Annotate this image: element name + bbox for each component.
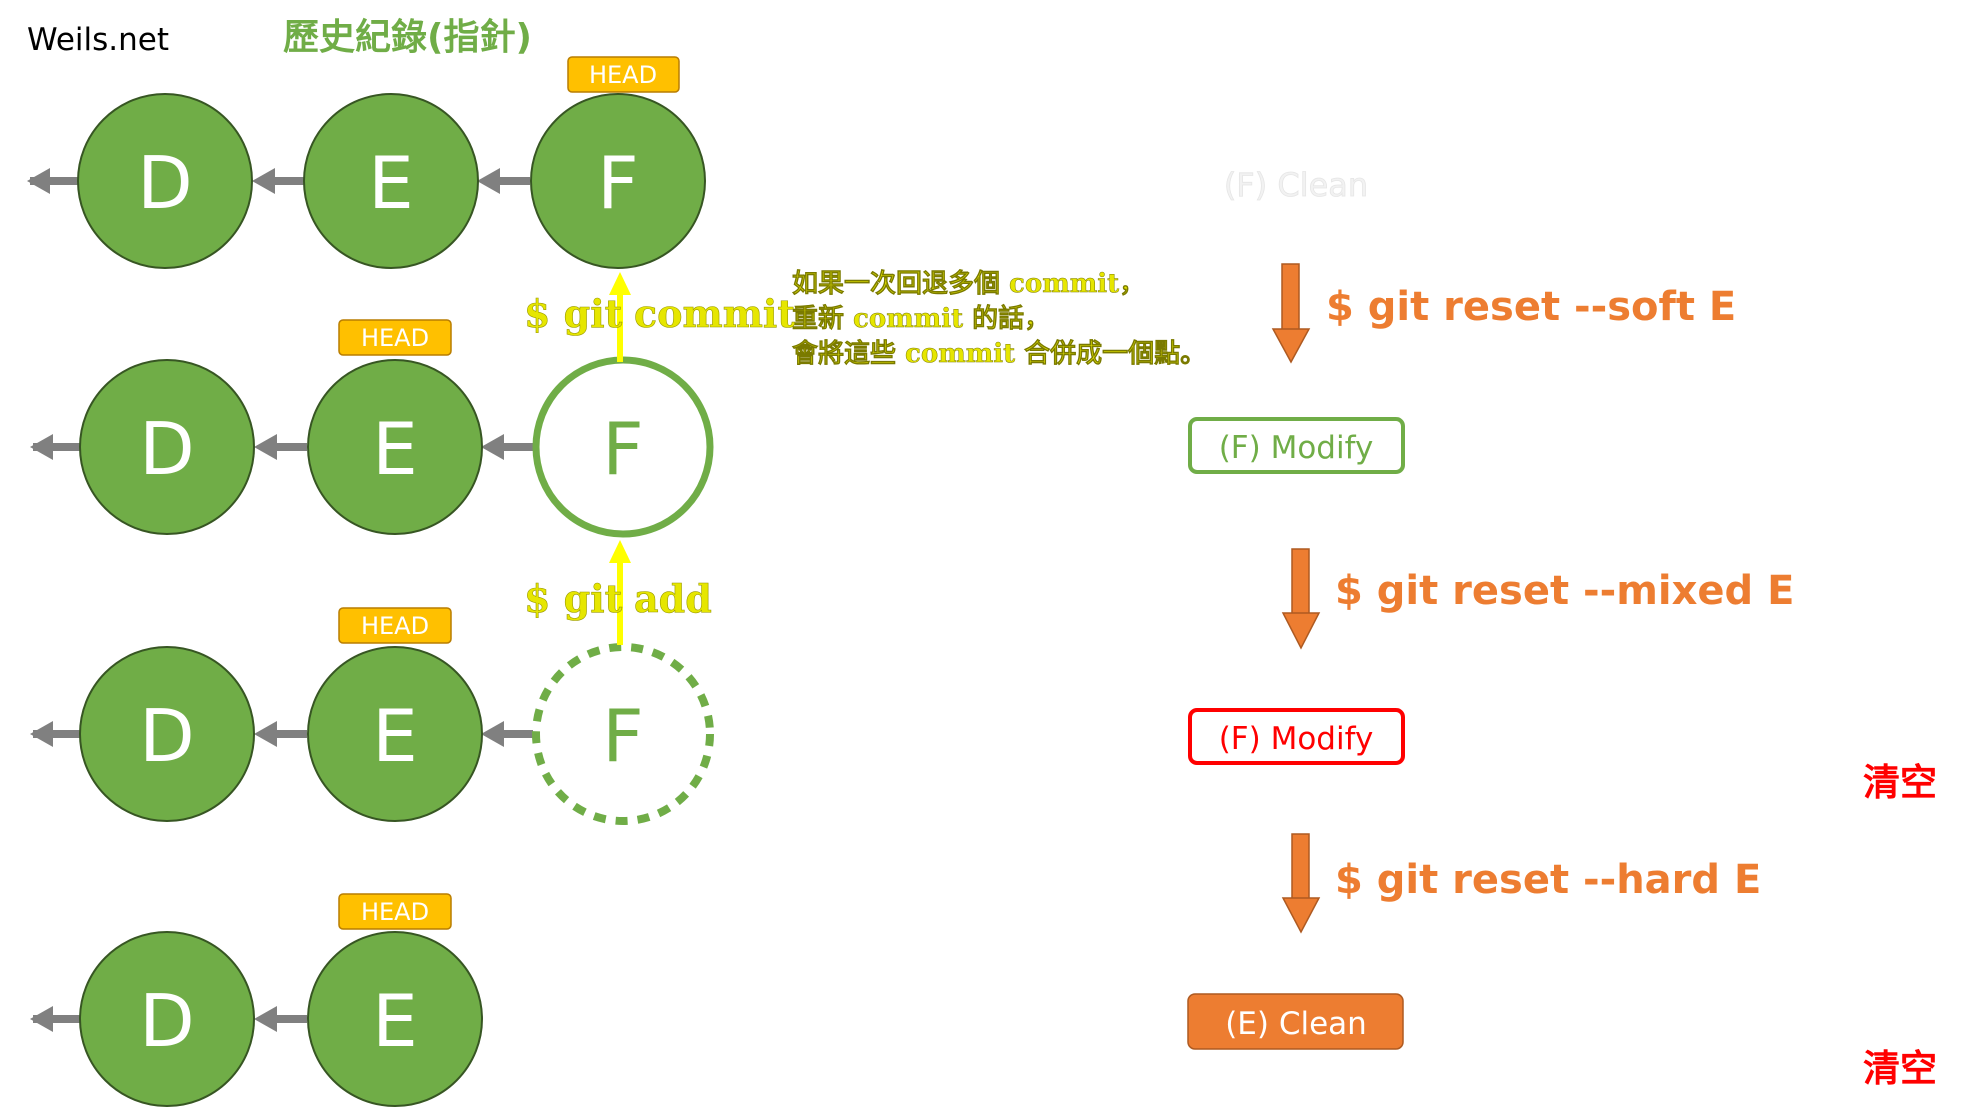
- head-label: HEAD: [361, 612, 429, 640]
- pointer-arrow-head: [30, 1006, 53, 1032]
- head-badge: [338, 607, 452, 644]
- clear-label-2: 清空: [1863, 1047, 1937, 1090]
- commit-label-e: E: [372, 694, 418, 778]
- state-f-modify-unstaged-label: (F) Modify: [1219, 721, 1374, 757]
- reset-hard-step: $ git reset --hard E: [1281, 833, 1761, 934]
- site-label: Weils.net: [27, 22, 169, 58]
- head-badge: [338, 893, 452, 930]
- commit-label-d: D: [139, 407, 194, 491]
- reset-soft-label: $ git reset --soft E: [1326, 284, 1736, 330]
- commit-node-f-untracked: [532, 643, 714, 825]
- state-f-modify-staged-label: (F) Modify: [1219, 430, 1374, 466]
- pointer-arrow-head: [254, 721, 277, 747]
- pointer-arrow-head: [254, 434, 277, 460]
- note-line-2: 重新 commit 的話，: [792, 303, 1050, 334]
- commit-label-d: D: [139, 979, 194, 1063]
- commit-node-f: [530, 93, 706, 269]
- reset-mixed-label: $ git reset --mixed E: [1335, 568, 1794, 614]
- commit-node-e: [303, 93, 479, 269]
- commit-node-d: [79, 646, 255, 822]
- commit-label-f: F: [602, 407, 643, 491]
- add-arrow-head: [609, 540, 631, 563]
- state-e-clean-label: (E) Clean: [1225, 1006, 1367, 1042]
- git-commit-prefix: $ git: [524, 291, 623, 336]
- state-f-modify-unstaged: [1188, 708, 1405, 765]
- pointer-arrow-head: [252, 168, 275, 194]
- reset-soft-step: $ git reset --soft E: [1271, 263, 1736, 364]
- pointer-arrow-head: [27, 168, 50, 194]
- state-f-clean-ghost: (F) Clean: [1224, 166, 1368, 204]
- reset-hard-label: $ git reset --hard E: [1335, 857, 1761, 903]
- commit-label-d: D: [139, 694, 194, 778]
- row-4-chain: D E HEAD: [30, 893, 483, 1107]
- commit-label-f: F: [602, 694, 643, 778]
- commit-label-e: E: [368, 141, 414, 225]
- commit-label-e: E: [372, 407, 418, 491]
- pointer-arrow-head: [481, 434, 504, 460]
- row-2-chain: D E F HEAD: [30, 319, 714, 538]
- pointer-arrow-head: [30, 434, 53, 460]
- git-add-step: $ git add: [524, 540, 712, 645]
- git-add-prefix: $ git: [524, 576, 623, 621]
- reset-arrow-head: [1281, 612, 1321, 650]
- row-3-chain: D E F HEAD: [30, 607, 714, 825]
- reset-arrow-shaft: [1291, 548, 1310, 616]
- commit-arrow-head: [609, 272, 631, 295]
- commit-node-d: [79, 359, 255, 535]
- commit-label-e: E: [372, 979, 418, 1063]
- row-1-chain: D E F HEAD: [27, 56, 706, 269]
- git-commit-command: commit: [634, 291, 795, 336]
- reset-arrow-shaft: [1291, 833, 1310, 901]
- reset-arrow-head: [1281, 897, 1321, 934]
- history-title: 歷史紀錄(指針): [283, 17, 532, 58]
- note-line-3: 會將這些 commit 合併成一個點。: [792, 338, 1206, 369]
- commit-label-d: D: [137, 141, 192, 225]
- commit-node-e: [307, 931, 483, 1107]
- pointer-arrow-head: [254, 1006, 277, 1032]
- head-badge: [338, 319, 452, 356]
- pointer-arrow-head: [481, 721, 504, 747]
- note-line-1: 如果一次回退多個 commit，: [792, 269, 1145, 299]
- git-add-command: add: [634, 576, 712, 621]
- clear-label-1: 清空: [1863, 761, 1937, 804]
- git-commit-step: $ git commit: [524, 272, 796, 362]
- head-label: HEAD: [361, 324, 429, 352]
- head-badge: [567, 56, 680, 93]
- pointer-arrow-head: [477, 168, 500, 194]
- squash-note: 如果一次回退多個 commit， 重新 commit 的話， 會將這些 comm…: [792, 269, 1207, 370]
- reset-arrow-shaft: [1281, 263, 1300, 331]
- pointer-arrow-head: [30, 721, 53, 747]
- reset-mixed-step: $ git reset --mixed E: [1281, 548, 1794, 650]
- state-f-modify-staged: [1188, 417, 1405, 474]
- commit-node-e: [307, 646, 483, 822]
- state-e-clean: [1187, 993, 1404, 1050]
- commit-node-d: [79, 931, 255, 1107]
- reset-arrow-head: [1271, 328, 1311, 364]
- head-label: HEAD: [361, 898, 429, 926]
- commit-node-d: [77, 93, 253, 269]
- commit-node-e: [307, 359, 483, 535]
- head-label: HEAD: [589, 61, 657, 89]
- commit-label-f: F: [597, 141, 638, 225]
